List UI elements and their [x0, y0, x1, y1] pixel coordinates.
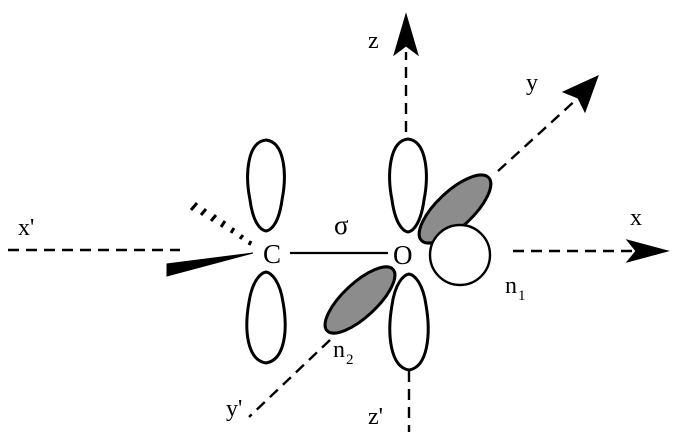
oxygen-p-orbital-lower-lobe — [388, 272, 430, 372]
n1-label: n 1 — [505, 273, 526, 304]
y-axis-label: y — [526, 70, 538, 96]
y-arrowhead — [561, 75, 599, 114]
z-axis-label: z — [368, 28, 379, 54]
lone-pair-upper — [417, 173, 493, 245]
axes — [8, 52, 643, 432]
lone-pair-orbitals — [323, 173, 493, 335]
carbon-p-orbital-lower-lobe — [245, 270, 287, 365]
oxygen-atom-label: O — [393, 240, 413, 270]
sigma-bond-label: σ — [334, 210, 349, 240]
x-arrowhead — [625, 239, 670, 263]
y-axis-line — [497, 97, 579, 172]
axis-arrowheads — [393, 12, 670, 263]
labels: z y x x' y' z' C O σ n 1 n 2 — [18, 28, 642, 430]
z-arrowhead — [393, 12, 419, 57]
n1-letter: n — [505, 273, 517, 299]
hashed-bond — [189, 202, 253, 246]
n1-subscript: 1 — [518, 288, 526, 304]
x-axis-label: x — [630, 205, 642, 231]
n2-label: n 2 — [333, 337, 354, 368]
lone-pair-n1 — [428, 223, 492, 287]
x-prime-axis-label: x' — [18, 215, 34, 241]
n2-subscript: 2 — [346, 352, 354, 368]
carbon-atom-label: C — [263, 239, 281, 269]
y-prime-axis-line — [248, 339, 331, 418]
carbon-p-orbital-upper-lobe — [246, 138, 286, 233]
lone-pair-n2 — [323, 265, 397, 335]
z-prime-axis-label: z' — [368, 404, 383, 430]
n2-letter: n — [333, 337, 345, 363]
y-prime-axis-label: y' — [226, 396, 242, 422]
p-orbital-lobes — [245, 137, 430, 372]
oxygen-p-orbital-upper-lobe — [388, 137, 428, 234]
wedge-bond — [166, 252, 254, 277]
